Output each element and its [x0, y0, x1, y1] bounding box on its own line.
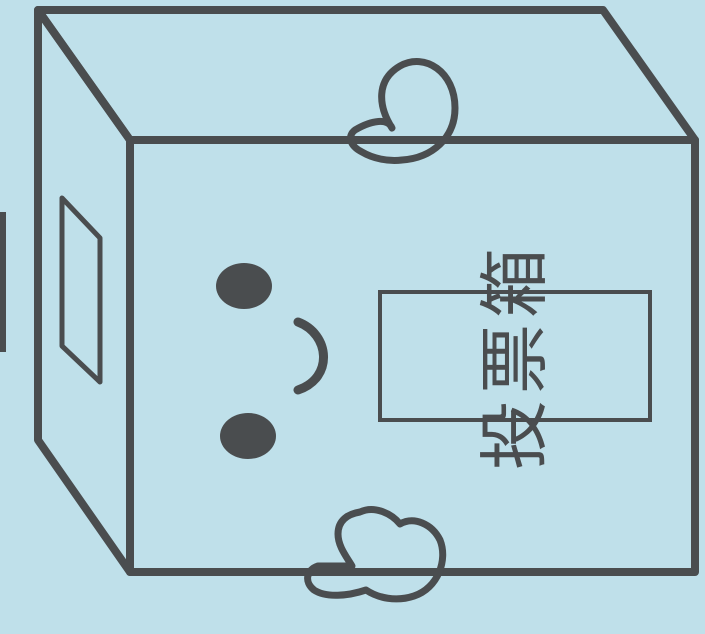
box-front-face: [126, 136, 699, 576]
lower-hand: [304, 506, 447, 603]
ballot-box-label: 投票箱: [378, 242, 652, 470]
upper-hand: [347, 58, 459, 164]
upper-eye: [216, 263, 272, 309]
side-window: [59, 195, 103, 385]
box-side-face: [34, 6, 134, 576]
edge-fragment: [0, 212, 6, 352]
lower-eye: [220, 413, 276, 459]
box-top-face: [34, 6, 699, 144]
smile-mouth: [293, 317, 328, 395]
ballot-box-label-text: 投票箱: [474, 242, 556, 470]
